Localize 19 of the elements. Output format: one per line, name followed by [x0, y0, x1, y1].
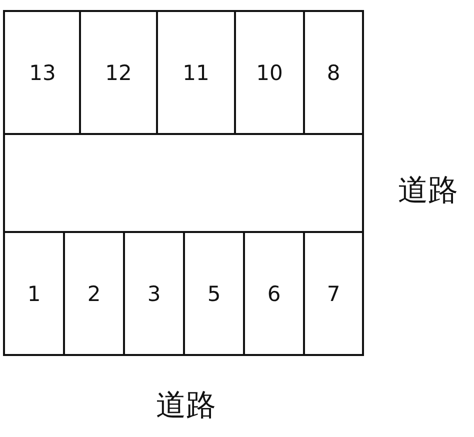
space-number: 7 [326, 282, 340, 306]
parking-space [3, 231, 65, 356]
parking-space [3, 10, 82, 135]
space-number: 5 [207, 282, 221, 306]
space-number: 8 [326, 60, 340, 84]
parking-space [303, 10, 364, 135]
space-number: 10 [256, 60, 283, 84]
road-label: 道路 [156, 387, 216, 425]
space-number: 12 [105, 60, 132, 84]
space-number: 6 [267, 282, 281, 306]
space-number: 2 [87, 282, 101, 306]
space-number: 11 [182, 60, 210, 84]
space-number: 1 [27, 282, 41, 306]
space-number: 3 [147, 282, 161, 306]
parking-space [79, 10, 158, 135]
parking-space [303, 231, 364, 356]
aisle-area [3, 133, 364, 233]
space-number: 13 [29, 60, 56, 84]
road-label: 道路 [398, 172, 458, 210]
